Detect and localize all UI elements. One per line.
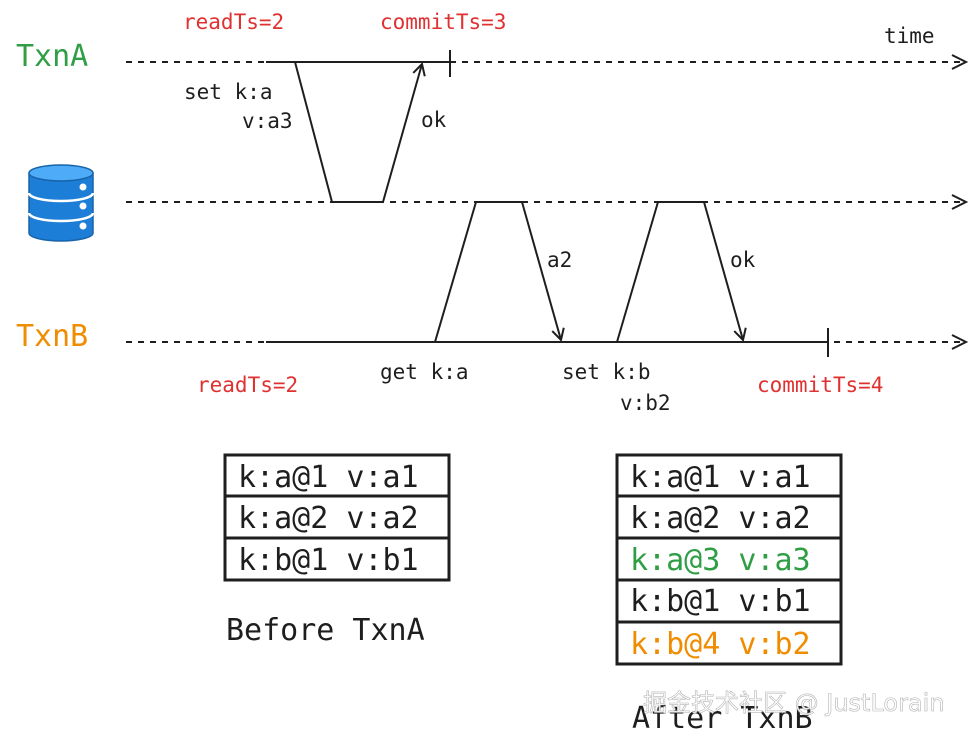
after-row-new-b2: k:b@4 v:b2	[630, 627, 811, 662]
txn-a-set-request	[294, 61, 383, 203]
before-row: k:a@1 v:a1	[238, 460, 419, 495]
txn-a-set-value: v:a3	[242, 109, 293, 133]
watermark: 掘金技术社区 @ JustLorain	[643, 689, 945, 717]
after-row-new-a3: k:a@3 v:a3	[630, 543, 811, 578]
txn-a-commit-ts: commitTs=3	[380, 10, 506, 34]
txn-b-set-request	[616, 201, 704, 343]
txn-b-get-label: get k:a	[380, 360, 469, 384]
txn-b-label: TxnB	[16, 319, 88, 354]
txn-b-commit-ts: commitTs=4	[757, 373, 883, 397]
txn-b-get-reply-arrow	[521, 201, 561, 340]
txn-a-ok-label: ok	[421, 108, 447, 132]
txn-b-set-key: set k:b	[562, 360, 651, 384]
db-axis	[126, 194, 969, 210]
txn-a-active-span	[266, 50, 451, 77]
before-row: k:a@2 v:a2	[238, 501, 419, 536]
txn-b-get-reply-label: a2	[547, 248, 572, 272]
after-table: k:a@1 v:a1 k:a@2 v:a2 k:a@3 v:a3 k:b@1 v…	[615, 453, 843, 666]
txn-b-set-value: v:b2	[620, 391, 671, 415]
txn-b-ok-arrow	[703, 201, 743, 340]
time-label: time	[884, 24, 935, 48]
txn-a-label: TxnA	[16, 39, 88, 74]
after-row: k:a@2 v:a2	[630, 501, 811, 536]
txn-b-get-request	[434, 201, 522, 343]
txn-a-set-key: set k:a	[184, 80, 273, 104]
after-row: k:a@1 v:a1	[630, 460, 811, 495]
database-icon	[27, 164, 95, 242]
txn-b-read-ts: readTs=2	[197, 373, 298, 397]
txn-b-ok-label: ok	[730, 248, 756, 272]
before-table-caption: Before TxnA	[226, 613, 425, 648]
before-row: k:b@1 v:b1	[238, 543, 419, 578]
after-table-caption: After TxnB	[632, 701, 813, 736]
txn-b-active-span	[266, 328, 829, 357]
after-row: k:b@1 v:b1	[630, 584, 811, 619]
before-table: k:a@1 v:a1 k:a@2 v:a2 k:b@1 v:b1	[223, 453, 451, 582]
txn-a-ok-arrow	[382, 64, 422, 203]
txn-a-axis	[126, 54, 969, 70]
txn-a-read-ts: readTs=2	[183, 10, 284, 34]
